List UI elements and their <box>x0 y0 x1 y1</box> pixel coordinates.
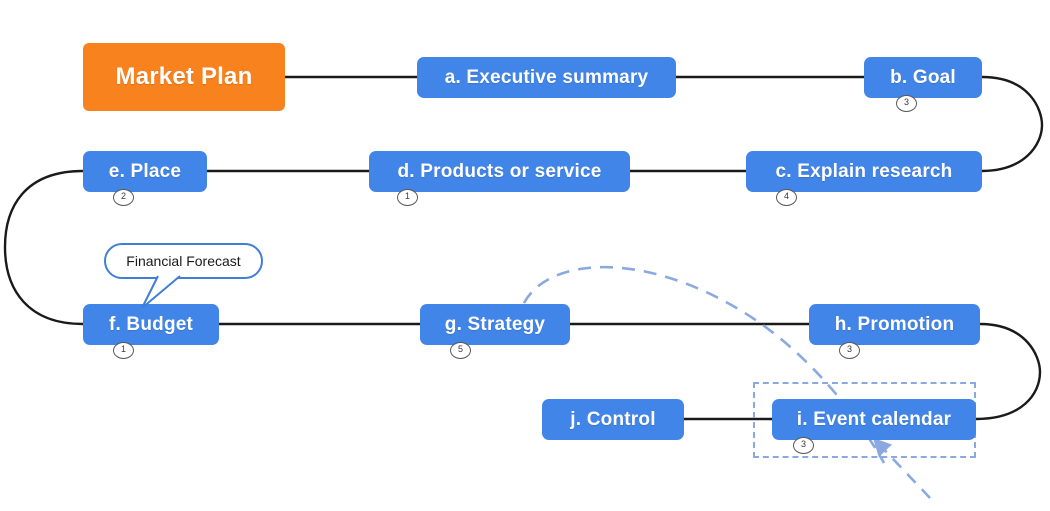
node-promotion[interactable]: h. Promotion <box>809 304 980 345</box>
node-budget-label: f. Budget <box>108 314 194 335</box>
node-products-or-service[interactable]: d. Products or service <box>369 151 630 192</box>
node-place[interactable]: e. Place <box>83 151 207 192</box>
node-executive-summary-label: a. Executive summary <box>444 67 649 88</box>
node-explain-research-label: c. Explain research <box>775 161 953 182</box>
node-event-calendar[interactable]: i. Event calendar <box>772 399 976 440</box>
connector-e-f <box>3 169 84 326</box>
callout-financial-forecast-label: Financial Forecast <box>126 253 241 269</box>
callout-financial-forecast[interactable]: Financial Forecast <box>104 243 263 279</box>
node-promotion-label: h. Promotion <box>834 314 955 335</box>
badge-goal: 3 <box>896 95 917 112</box>
badge-budget: 1 <box>113 342 134 359</box>
connector-b-c <box>981 75 1044 173</box>
callout-tail-icon <box>141 275 181 309</box>
node-strategy[interactable]: g. Strategy <box>420 304 570 345</box>
node-market-plan-label: Market Plan <box>115 63 253 90</box>
badge-strategy: 5 <box>450 342 471 359</box>
badge-promotion: 3 <box>839 342 860 359</box>
node-explain-research[interactable]: c. Explain research <box>746 151 982 192</box>
badge-products-or-service: 1 <box>397 189 418 206</box>
node-control[interactable]: j. Control <box>542 399 684 440</box>
badge-explain-research: 4 <box>776 189 797 206</box>
node-strategy-label: g. Strategy <box>444 314 546 335</box>
node-products-or-service-label: d. Products or service <box>397 161 602 182</box>
node-market-plan[interactable]: Market Plan <box>83 43 285 111</box>
connector-h-i <box>975 322 1042 421</box>
node-executive-summary[interactable]: a. Executive summary <box>417 57 676 98</box>
badge-event-calendar: 3 <box>793 437 814 454</box>
node-place-label: e. Place <box>108 161 182 182</box>
node-goal-label: b. Goal <box>890 67 956 88</box>
node-goal[interactable]: b. Goal <box>864 57 982 98</box>
node-control-label: j. Control <box>570 409 656 430</box>
node-event-calendar-label: i. Event calendar <box>796 409 952 430</box>
badge-place: 2 <box>113 189 134 206</box>
node-budget[interactable]: f. Budget <box>83 304 219 345</box>
